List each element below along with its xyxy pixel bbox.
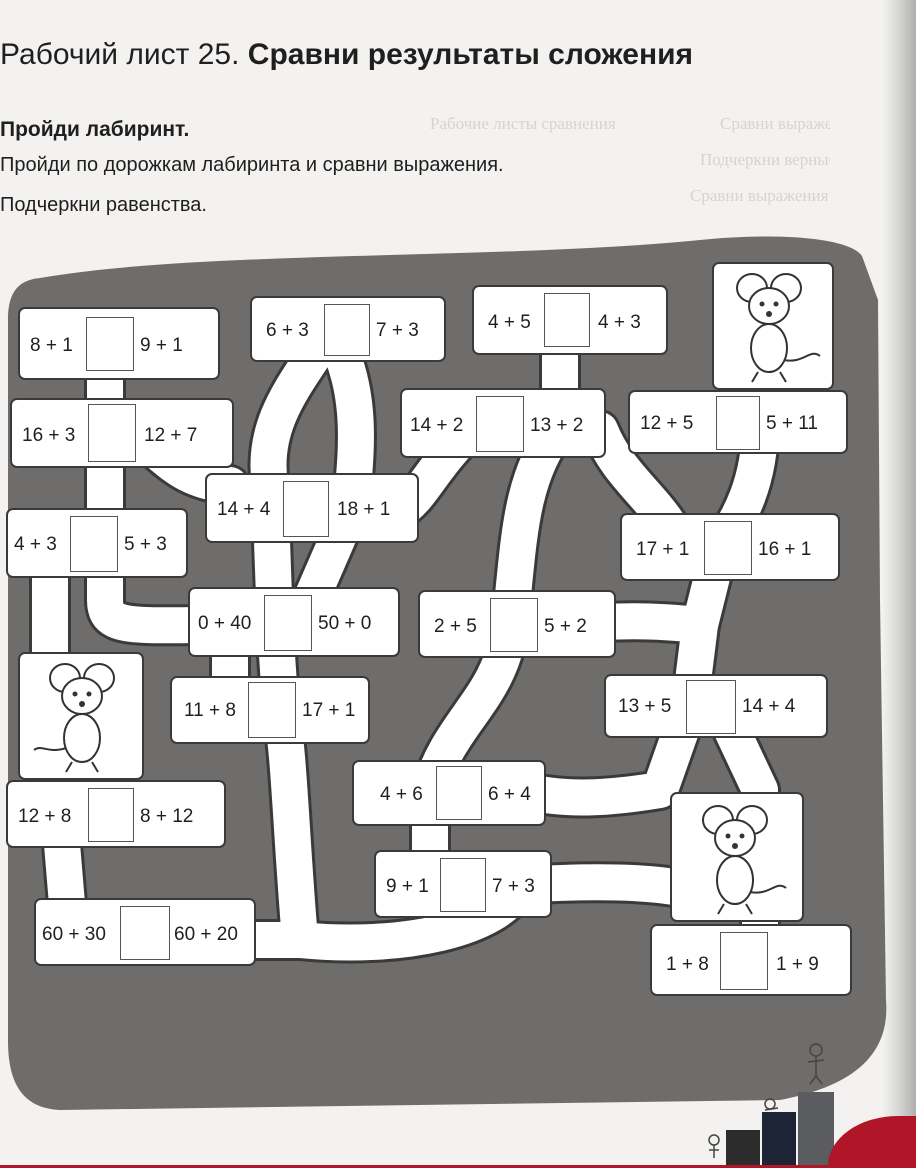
right-expression: 13 + 2 xyxy=(530,415,584,436)
mouse-icon xyxy=(736,273,821,383)
maze-cell: 12 + 5 5 + 11 xyxy=(628,390,848,454)
bleed-through-text: Сравни выражения xyxy=(690,186,829,205)
right-expression: 17 + 1 xyxy=(302,700,356,721)
maze-cell: 0 + 40 50 + 0 xyxy=(188,587,400,657)
right-expression: 6 + 4 xyxy=(488,784,531,805)
comparison-answer-box[interactable] xyxy=(704,521,752,575)
maze-cell: 1 + 8 1 + 9 xyxy=(650,924,852,996)
comparison-answer-box[interactable] xyxy=(264,595,312,651)
comparison-answer-box[interactable] xyxy=(490,598,538,652)
podium-logo-icon xyxy=(708,1043,834,1166)
maze-cell: 6 + 3 7 + 3 xyxy=(250,296,446,362)
maze-cell: 11 + 8 17 + 1 xyxy=(170,676,370,744)
right-expression: 16 + 1 xyxy=(758,539,812,560)
comparison-answer-box[interactable] xyxy=(88,404,136,462)
maze-cell: 2 + 5 5 + 2 xyxy=(418,590,616,658)
comparison-answer-box[interactable] xyxy=(86,317,134,371)
bleed-through-text: Сравни выражения xyxy=(720,114,830,133)
left-expression: 16 + 3 xyxy=(22,425,76,446)
comparison-answer-box[interactable] xyxy=(283,481,329,537)
left-expression: 2 + 5 xyxy=(434,616,477,637)
maze-cell: 4 + 3 5 + 3 xyxy=(6,508,188,578)
left-expression: 12 + 5 xyxy=(640,413,694,434)
left-expression: 4 + 6 xyxy=(380,784,423,805)
right-expression: 5 + 2 xyxy=(544,616,587,637)
left-expression: 4 + 5 xyxy=(488,312,531,333)
comparison-answer-box[interactable] xyxy=(544,293,590,347)
bleed-through-text: Рабочие листы сравнения xyxy=(430,114,616,133)
bleed-through-text: Подчеркни верные равенства xyxy=(700,150,830,169)
title-bold: Сравни результаты сложения xyxy=(247,38,694,71)
maze-cell: 16 + 3 12 + 7 xyxy=(10,398,234,468)
right-expression: 12 + 7 xyxy=(144,425,198,446)
right-expression: 5 + 11 xyxy=(766,413,818,434)
comparison-answer-box[interactable] xyxy=(716,396,760,450)
right-expression: 7 + 3 xyxy=(376,320,419,341)
right-expression: 14 + 4 xyxy=(742,696,796,717)
comparison-answer-box[interactable] xyxy=(476,396,524,452)
maze-cell: 12 + 8 8 + 12 xyxy=(6,780,226,848)
maze-cell: 4 + 5 4 + 3 xyxy=(472,285,668,355)
instruction-text: Подчеркни равенства. xyxy=(0,194,207,216)
left-expression: 14 + 4 xyxy=(217,499,271,520)
mouse-panel xyxy=(18,652,144,780)
comparison-answer-box[interactable] xyxy=(120,906,170,960)
right-expression: 7 + 3 xyxy=(492,876,535,897)
comparison-answer-box[interactable] xyxy=(70,516,118,572)
right-expression: 8 + 12 xyxy=(140,806,194,827)
left-expression: 8 + 1 xyxy=(30,335,73,356)
page-title: Рабочий лист 25. Сравни результаты сложе… xyxy=(0,38,693,72)
maze-cell: 60 + 30 60 + 20 xyxy=(34,898,256,966)
maze-cell: 9 + 1 7 + 3 xyxy=(374,850,552,918)
right-expression: 18 + 1 xyxy=(337,499,391,520)
left-expression: 13 + 5 xyxy=(618,696,672,717)
right-expression: 60 + 20 xyxy=(174,924,238,945)
left-expression: 60 + 30 xyxy=(42,924,106,945)
instruction-text: Пройди по дорожкам лабиринта и сравни вы… xyxy=(0,154,504,176)
comparison-answer-box[interactable] xyxy=(720,932,768,990)
mouse-panel xyxy=(670,792,804,922)
comparison-answer-box[interactable] xyxy=(88,788,134,842)
comparison-answer-box[interactable] xyxy=(324,304,370,356)
right-expression: 4 + 3 xyxy=(598,312,641,333)
task-heading: Пройди лабиринт. xyxy=(0,118,190,141)
mouse-icon xyxy=(33,663,115,773)
comparison-answer-box[interactable] xyxy=(248,682,296,738)
maze-cell: 13 + 5 14 + 4 xyxy=(604,674,828,738)
left-expression: 4 + 3 xyxy=(14,534,57,555)
left-expression: 11 + 8 xyxy=(184,700,236,721)
right-expression: 50 + 0 xyxy=(318,613,372,634)
maze-cell: 17 + 1 16 + 1 xyxy=(620,513,840,581)
comparison-answer-box[interactable] xyxy=(686,680,736,734)
left-expression: 12 + 8 xyxy=(18,806,72,827)
right-expression: 1 + 9 xyxy=(776,954,819,975)
maze-cell: 14 + 2 13 + 2 xyxy=(400,388,606,458)
mouse-panel xyxy=(712,262,834,390)
left-expression: 0 + 40 xyxy=(198,613,252,634)
left-expression: 9 + 1 xyxy=(386,876,429,897)
title-regular: Рабочий лист 25. xyxy=(0,38,240,71)
comparison-answer-box[interactable] xyxy=(436,766,482,820)
left-expression: 17 + 1 xyxy=(636,539,690,560)
page-edge-shadow xyxy=(882,0,916,1168)
right-expression: 5 + 3 xyxy=(124,534,167,555)
left-expression: 1 + 8 xyxy=(666,954,709,975)
maze-cell: 4 + 6 6 + 4 xyxy=(352,760,546,826)
maze-cell: 14 + 4 18 + 1 xyxy=(205,473,419,543)
mouse-icon xyxy=(702,805,787,915)
left-expression: 14 + 2 xyxy=(410,415,464,436)
right-expression: 9 + 1 xyxy=(140,335,183,356)
comparison-answer-box[interactable] xyxy=(440,858,486,912)
left-expression: 6 + 3 xyxy=(266,320,309,341)
red-bottom-line xyxy=(0,1165,916,1168)
maze-cell: 8 + 1 9 + 1 xyxy=(18,307,220,380)
